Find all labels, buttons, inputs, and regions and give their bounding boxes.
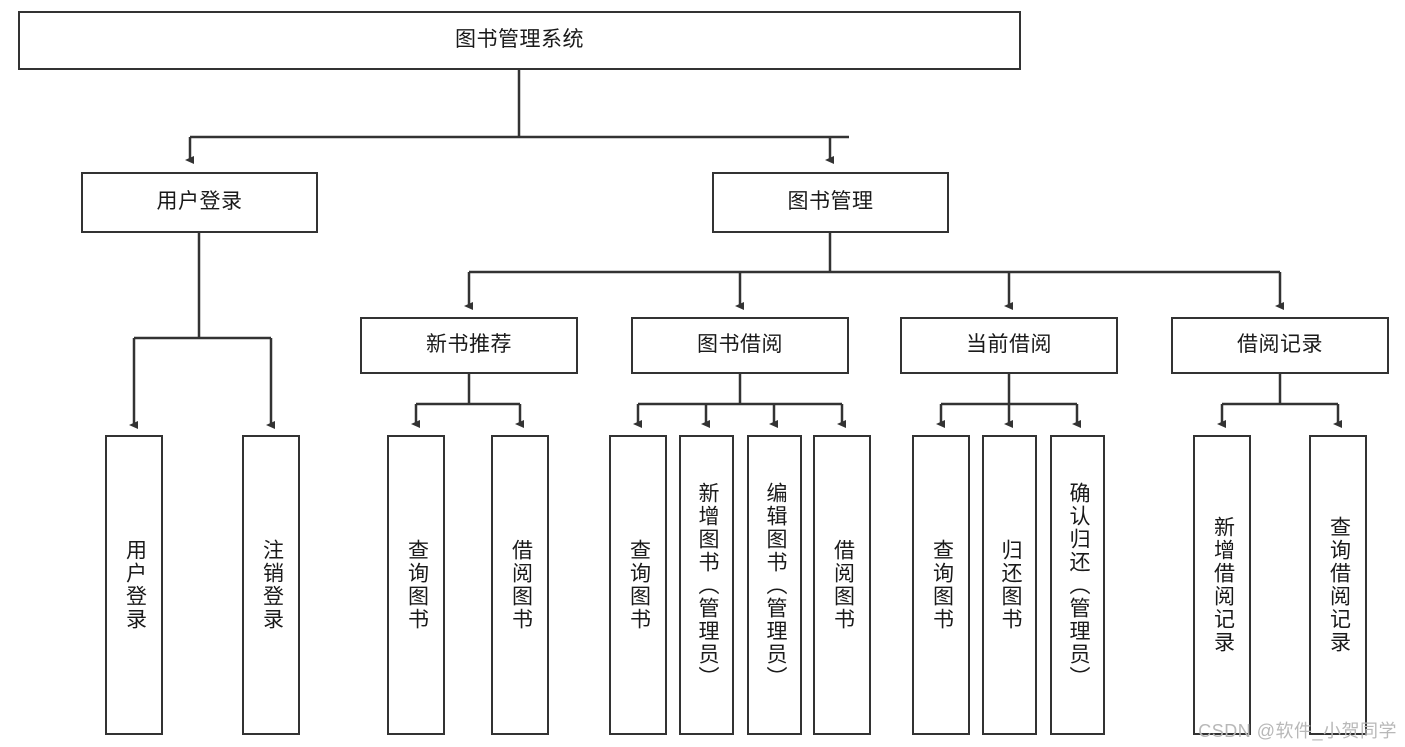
node-label: 图书管理	[787, 190, 874, 214]
node-label: 查询借阅记录	[1327, 516, 1351, 654]
leaf-borrow-add-book[interactable]: 新增图书（管理员）	[679, 435, 734, 735]
leaf-recommend-borrow-book[interactable]: 借阅图书	[491, 435, 549, 735]
node-book-borrow[interactable]: 图书借阅	[631, 317, 849, 374]
node-label: 借阅记录	[1237, 333, 1323, 357]
node-label: 用户登录	[123, 539, 147, 631]
leaf-user-login-signout[interactable]: 注销登录	[242, 435, 300, 735]
node-user-login[interactable]: 用户登录	[81, 172, 318, 233]
node-root-system[interactable]: 图书管理系统	[18, 11, 1021, 70]
leaf-borrow-borrow-book[interactable]: 借阅图书	[813, 435, 871, 735]
node-label: 借阅图书	[509, 539, 533, 631]
node-label: 用户登录	[156, 190, 243, 214]
node-label: 新书推荐	[426, 333, 512, 357]
leaf-current-query-book[interactable]: 查询图书	[912, 435, 970, 735]
node-label: 新增图书（管理员）	[695, 481, 719, 689]
node-label: 查询图书	[930, 539, 954, 631]
node-label: 借阅图书	[831, 539, 855, 631]
node-label: 当前借阅	[966, 333, 1052, 357]
node-new-book-recommend[interactable]: 新书推荐	[360, 317, 578, 374]
node-label: 查询图书	[627, 539, 651, 631]
node-label: 图书借阅	[697, 333, 783, 357]
leaf-current-return-book[interactable]: 归还图书	[982, 435, 1037, 735]
node-label: 新增借阅记录	[1211, 516, 1235, 654]
node-label: 编辑图书（管理员）	[763, 481, 787, 689]
leaf-record-query-record[interactable]: 查询借阅记录	[1309, 435, 1367, 735]
node-label: 查询图书	[405, 539, 429, 631]
node-book-management[interactable]: 图书管理	[712, 172, 949, 233]
leaf-user-login-signin[interactable]: 用户登录	[105, 435, 163, 735]
node-current-borrow[interactable]: 当前借阅	[900, 317, 1118, 374]
node-borrow-record[interactable]: 借阅记录	[1171, 317, 1389, 374]
leaf-record-add-record[interactable]: 新增借阅记录	[1193, 435, 1251, 735]
leaf-borrow-edit-book[interactable]: 编辑图书（管理员）	[747, 435, 802, 735]
leaf-recommend-query-book[interactable]: 查询图书	[387, 435, 445, 735]
node-label: 注销登录	[260, 539, 284, 631]
leaf-borrow-query-book[interactable]: 查询图书	[609, 435, 667, 735]
node-label: 归还图书	[998, 539, 1022, 631]
leaf-current-confirm-return[interactable]: 确认归还（管理员）	[1050, 435, 1105, 735]
watermark-text: CSDN @软件_小贺同学	[1198, 721, 1397, 741]
node-label: 图书管理系统	[455, 28, 584, 52]
node-label: 确认归还（管理员）	[1066, 481, 1090, 689]
